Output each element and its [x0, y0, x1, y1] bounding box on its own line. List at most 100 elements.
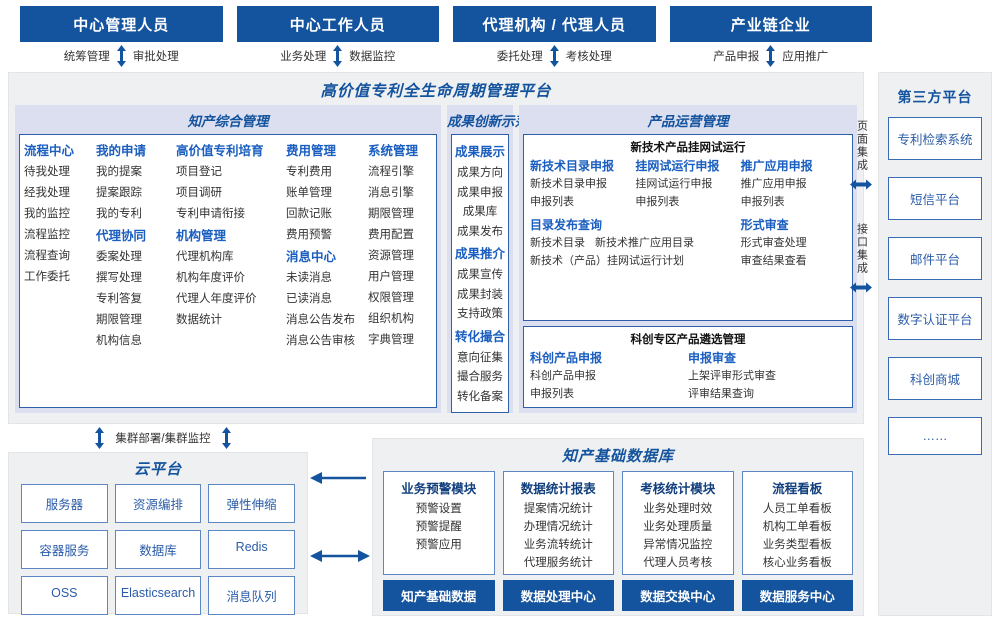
third-party-item-5[interactable]: …… — [888, 417, 982, 455]
ip-item-1-0-0[interactable]: 我的提案 — [96, 166, 142, 178]
ip-item-2-0-0[interactable]: 项目登记 — [176, 166, 222, 178]
product-col-head-2[interactable]: 推广应用申报 — [740, 159, 813, 173]
product-item-2-1[interactable]: 申报列表 — [740, 196, 785, 208]
role-card-1[interactable]: 中心工作人员 — [236, 6, 439, 42]
db-item-3-0[interactable]: 人员工单看板 — [762, 503, 832, 515]
ip-item-3-0-1[interactable]: 账单管理 — [286, 187, 332, 199]
db-item-3-1[interactable]: 机构工单看板 — [762, 521, 832, 533]
db-item-0-1[interactable]: 预警提醒 — [415, 521, 462, 533]
product-formal-review-item-1[interactable]: 审查结果查看 — [740, 255, 807, 267]
ip-group-head-2-1[interactable]: 机构管理 — [176, 229, 227, 243]
product-catalog-item-0[interactable]: 新技术（产品）挂网试运行计划 — [530, 255, 684, 267]
product-catalog-query-head[interactable]: 目录发布查询 — [530, 218, 603, 232]
db-foot-1[interactable]: 数据处理中心 — [502, 580, 614, 611]
ip-item-0-0-2[interactable]: 我的监控 — [24, 208, 70, 220]
ip-item-4-0-3[interactable]: 费用配置 — [368, 229, 414, 241]
ip-item-1-0-2[interactable]: 我的专利 — [96, 208, 142, 220]
kechuang-item-0-0[interactable]: 科创产品申报 — [530, 370, 596, 382]
ach-group-head-2[interactable]: 转化撮合 — [455, 329, 506, 344]
ip-group-head-2-0[interactable]: 高价值专利培育 — [176, 144, 264, 158]
third-party-item-0[interactable]: 专利检索系统 — [888, 117, 982, 160]
ip-item-2-1-1[interactable]: 机构年度评价 — [176, 272, 245, 284]
third-party-item-1[interactable]: 短信平台 — [888, 177, 982, 220]
product-formal-review-head[interactable]: 形式审查 — [740, 218, 789, 232]
product-item-0-1[interactable]: 申报列表 — [530, 196, 574, 208]
kechuang-item-0-1[interactable]: 申报列表 — [530, 388, 574, 400]
ip-item-3-0-2[interactable]: 回款记账 — [286, 208, 332, 220]
ip-item-3-1-1[interactable]: 已读消息 — [286, 293, 332, 305]
cloud-item-2[interactable]: 弹性伸缩 — [208, 484, 295, 523]
ip-item-3-1-3[interactable]: 消息公告审核 — [286, 335, 355, 347]
ip-item-1-1-4[interactable]: 机构信息 — [96, 335, 142, 347]
product-catalog-inline-1[interactable]: 新技术推广应用目录 — [595, 237, 694, 249]
ach-item-2-1[interactable]: 撮合服务 — [457, 371, 503, 383]
ach-group-head-1[interactable]: 成果推介 — [455, 247, 506, 261]
ach-item-2-2[interactable]: 转化备案 — [457, 390, 503, 403]
db-item-2-3[interactable]: 代理人员考核 — [643, 557, 713, 569]
cloud-item-6[interactable]: OSS — [21, 576, 108, 615]
db-item-3-2[interactable]: 业务类型看板 — [762, 539, 832, 551]
ip-item-2-1-2[interactable]: 代理人年度评价 — [176, 293, 257, 305]
ip-item-0-0-5[interactable]: 工作委托 — [24, 271, 70, 283]
product-item-1-1[interactable]: 申报列表 — [635, 196, 680, 208]
cloud-item-0[interactable]: 服务器 — [21, 484, 108, 523]
ach-item-0-1[interactable]: 成果申报 — [457, 186, 503, 199]
db-item-2-0[interactable]: 业务处理时效 — [643, 503, 713, 515]
product-item-2-0[interactable]: 推广应用申报 — [740, 178, 807, 190]
cloud-item-8[interactable]: 消息队列 — [208, 576, 295, 615]
ach-item-0-0[interactable]: 成果方向 — [457, 167, 503, 179]
third-party-item-4[interactable]: 科创商城 — [888, 357, 982, 400]
ip-item-2-0-2[interactable]: 专利申请衔接 — [176, 208, 245, 220]
ip-item-4-0-1[interactable]: 消息引擎 — [368, 187, 414, 199]
ip-item-0-0-4[interactable]: 流程查询 — [24, 250, 70, 262]
product-item-1-0[interactable]: 挂网试运行申报 — [635, 178, 713, 190]
third-party-item-3[interactable]: 数字认证平台 — [888, 297, 982, 340]
ip-group-head-4-0[interactable]: 系统管理 — [368, 144, 419, 158]
product-formal-review-item-0[interactable]: 形式审查处理 — [740, 237, 807, 249]
ip-item-4-0-8[interactable]: 字典管理 — [368, 334, 414, 346]
cloud-item-1[interactable]: 资源编排 — [114, 484, 202, 523]
product-col-head-0[interactable]: 新技术目录申报 — [530, 159, 615, 173]
db-item-1-2[interactable]: 业务流转统计 — [523, 539, 593, 551]
ach-item-0-2[interactable]: 成果库 — [462, 206, 498, 218]
kechuang-col-head-1[interactable]: 申报审查 — [688, 351, 737, 365]
ip-group-head-1-1[interactable]: 代理协同 — [96, 229, 147, 243]
db-item-0-0[interactable]: 预警设置 — [415, 503, 462, 515]
db-foot-3[interactable]: 数据服务中心 — [741, 580, 853, 611]
product-item-0-0[interactable]: 新技术目录申报 — [530, 178, 607, 190]
role-card-0[interactable]: 中心管理人员 — [20, 6, 223, 42]
ip-item-4-0-0[interactable]: 流程引擎 — [368, 166, 414, 178]
db-item-2-2[interactable]: 异常情况监控 — [643, 539, 713, 551]
ip-group-head-3-0[interactable]: 费用管理 — [286, 144, 337, 158]
db-item-1-3[interactable]: 代理服务统计 — [523, 557, 593, 569]
ip-item-2-1-3[interactable]: 数据统计 — [176, 314, 222, 326]
ip-item-1-1-0[interactable]: 委案处理 — [96, 251, 142, 263]
ip-group-head-0-0[interactable]: 流程中心 — [24, 144, 75, 158]
cloud-item-5[interactable]: Redis — [208, 530, 295, 569]
kechuang-item-1-0[interactable]: 上架评审形式审查 — [688, 370, 776, 382]
db-item-2-1[interactable]: 业务处理质量 — [643, 521, 713, 533]
ip-group-head-3-1[interactable]: 消息中心 — [286, 250, 337, 264]
ip-item-2-0-1[interactable]: 项目调研 — [176, 187, 222, 199]
db-item-1-1[interactable]: 办理情况统计 — [523, 521, 593, 533]
ip-item-0-0-1[interactable]: 经我处理 — [24, 187, 70, 199]
ip-item-1-1-1[interactable]: 撰写处理 — [96, 272, 142, 284]
db-foot-2[interactable]: 数据交换中心 — [622, 580, 734, 611]
ip-item-1-0-1[interactable]: 提案跟踪 — [96, 187, 142, 199]
ip-item-1-1-2[interactable]: 专利答复 — [96, 293, 142, 305]
ip-group-head-1-0[interactable]: 我的申请 — [96, 144, 147, 158]
kechuang-col-head-0[interactable]: 科创产品申报 — [530, 351, 603, 365]
ip-item-3-1-2[interactable]: 消息公告发布 — [286, 314, 355, 326]
ip-item-3-1-0[interactable]: 未读消息 — [286, 272, 332, 284]
cloud-item-3[interactable]: 容器服务 — [21, 530, 108, 569]
ach-item-1-0[interactable]: 成果宣传 — [457, 269, 503, 281]
ip-item-0-0-3[interactable]: 流程监控 — [24, 229, 70, 241]
db-foot-0[interactable]: 知产基础数据 — [383, 580, 495, 611]
db-item-3-3[interactable]: 核心业务看板 — [762, 557, 832, 569]
role-card-2[interactable]: 代理机构 / 代理人员 — [453, 6, 656, 42]
ip-item-4-0-5[interactable]: 用户管理 — [368, 271, 414, 283]
ip-item-0-0-0[interactable]: 待我处理 — [24, 166, 70, 178]
ach-item-1-2[interactable]: 支持政策 — [457, 308, 503, 320]
cloud-item-7[interactable]: Elasticsearch — [114, 576, 202, 615]
ip-item-3-0-3[interactable]: 费用预警 — [286, 229, 332, 241]
